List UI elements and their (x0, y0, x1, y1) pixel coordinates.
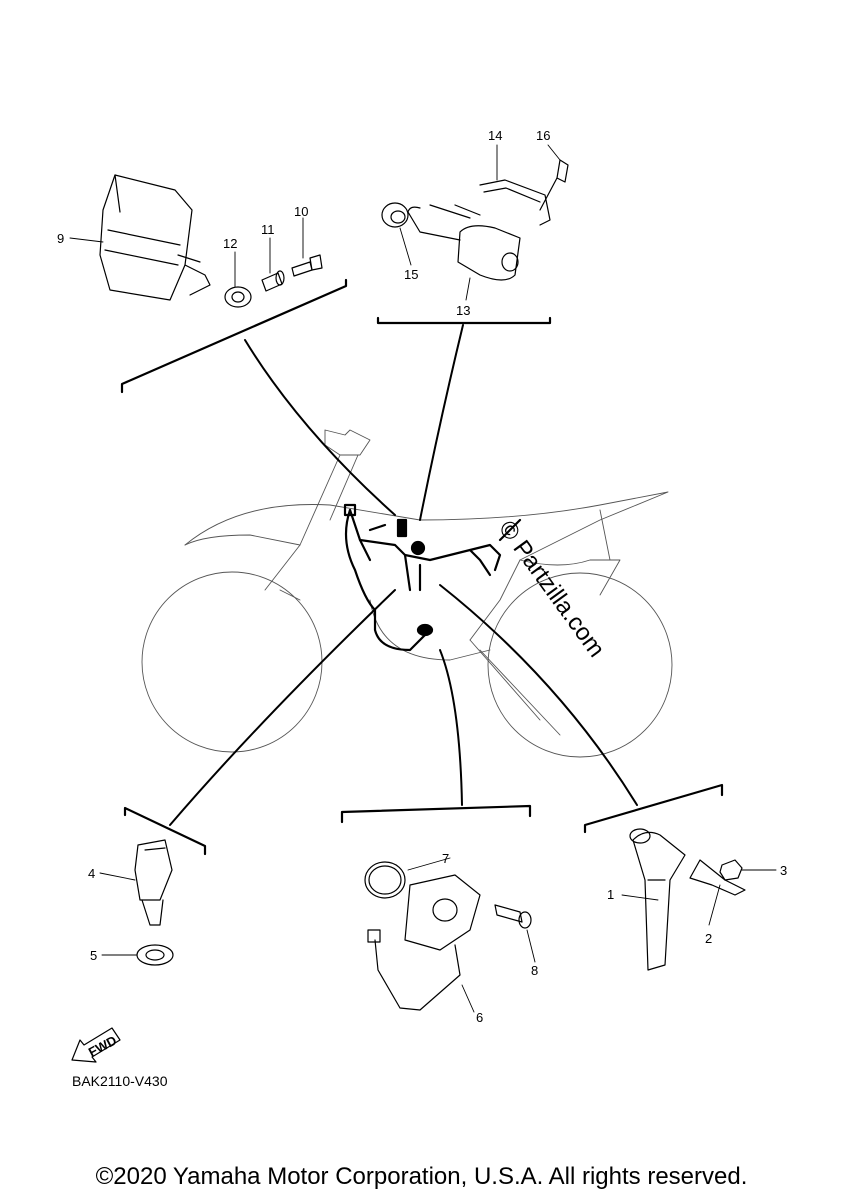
callout-11: 11 (261, 222, 275, 237)
callout-12: 12 (223, 236, 237, 251)
copyright-notice: ©2020 Yamaha Motor Corporation, U.S.A. A… (95, 1163, 748, 1190)
ecu-unit-part-9 (99, 174, 211, 301)
callout-6: 6 (476, 1010, 483, 1025)
callout-14: 14 (488, 128, 502, 143)
callout-2: 2 (705, 931, 712, 946)
callout-13: 13 (456, 303, 470, 318)
callout-9: 9 (57, 231, 64, 246)
motorcycle-outline (141, 429, 673, 758)
callout-8: 8 (531, 963, 538, 978)
bolt-part-16 (539, 159, 569, 211)
nut-part-3 (719, 859, 743, 881)
callout-7: 7 (442, 851, 449, 866)
bracket-part-2 (689, 859, 746, 896)
callout-5: 5 (90, 948, 97, 963)
fwd-arrow-icon (71, 1027, 121, 1063)
callout-16: 16 (536, 128, 550, 143)
diagram-code: BAK2110-V430 (72, 1073, 168, 1089)
callout-leaders (69, 144, 777, 1013)
throttle-unit-part-1 (629, 828, 686, 971)
callout-15: 15 (404, 267, 418, 282)
o-ring-part-7 (364, 861, 406, 899)
gasket-part-5 (136, 944, 174, 966)
callout-3: 3 (780, 863, 787, 878)
collar-part-11 (261, 270, 285, 292)
ignition-coil-part-13 (407, 204, 521, 281)
grommet-part-12 (224, 286, 252, 308)
group-brackets (120, 278, 724, 856)
sensor-part-4 (134, 839, 173, 926)
bracket-part-14 (479, 179, 551, 226)
callout-10: 10 (294, 204, 308, 219)
wire-harness-on-bike (343, 503, 522, 652)
sensor-cover-part-6 (367, 874, 481, 1011)
callout-4: 4 (88, 866, 95, 881)
spark-plug-cap-part-15 (381, 202, 409, 228)
fwd-label: FWD (86, 1033, 119, 1060)
watermark: © Partzilla.com (493, 516, 610, 663)
bolt-part-10 (291, 254, 323, 277)
bolt-part-8 (494, 904, 532, 929)
leader-lines (169, 324, 638, 826)
callout-1: 1 (607, 887, 614, 902)
callout-numbers: 1 2 3 4 5 6 7 8 9 10 11 12 13 14 15 16 F… (57, 128, 787, 1060)
